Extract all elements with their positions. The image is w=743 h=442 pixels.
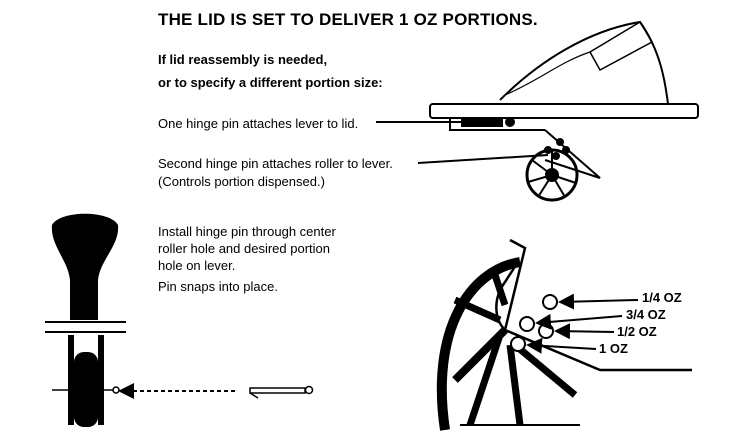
- hinge-roller-leader: [417, 154, 549, 164]
- portion-label-one: 1 OZ: [599, 341, 628, 356]
- reassembly-line-1: If lid reassembly is needed,: [158, 52, 328, 67]
- install-line-2: roller hole and desired portion: [158, 241, 330, 256]
- portion-label-three-quarter: 3/4 OZ: [626, 307, 666, 322]
- portion-arrows: [526, 293, 639, 354]
- hinge-roller-callout: Second hinge pin attaches roller to leve…: [158, 156, 393, 171]
- portion-label-half: 1/2 OZ: [617, 324, 657, 339]
- install-line-3: hole on lever.: [158, 258, 236, 273]
- roller-handle-illustration: [45, 213, 126, 427]
- portion-label-quarter: 1/4 OZ: [642, 290, 682, 305]
- hole-half-oz: [538, 323, 554, 339]
- hole-three-quarter-oz: [519, 316, 535, 332]
- install-line-1: Install hinge pin through center: [158, 224, 336, 239]
- dispenser-lid-illustration: [429, 20, 699, 202]
- install-line-4: Pin snaps into place.: [158, 279, 278, 294]
- hole-one-oz: [510, 336, 526, 352]
- hinge-pin-icon: [249, 385, 314, 399]
- hinge-roller-note: (Controls portion dispensed.): [158, 174, 325, 189]
- hole-quarter-oz: [542, 294, 558, 310]
- reassembly-line-2: or to specify a different portion size:: [158, 75, 383, 90]
- portion-roller-detail: [436, 238, 692, 431]
- hinge-lever-callout: One hinge pin attaches lever to lid.: [158, 116, 359, 131]
- page-title: THE LID IS SET TO DELIVER 1 OZ PORTIONS.: [158, 10, 538, 29]
